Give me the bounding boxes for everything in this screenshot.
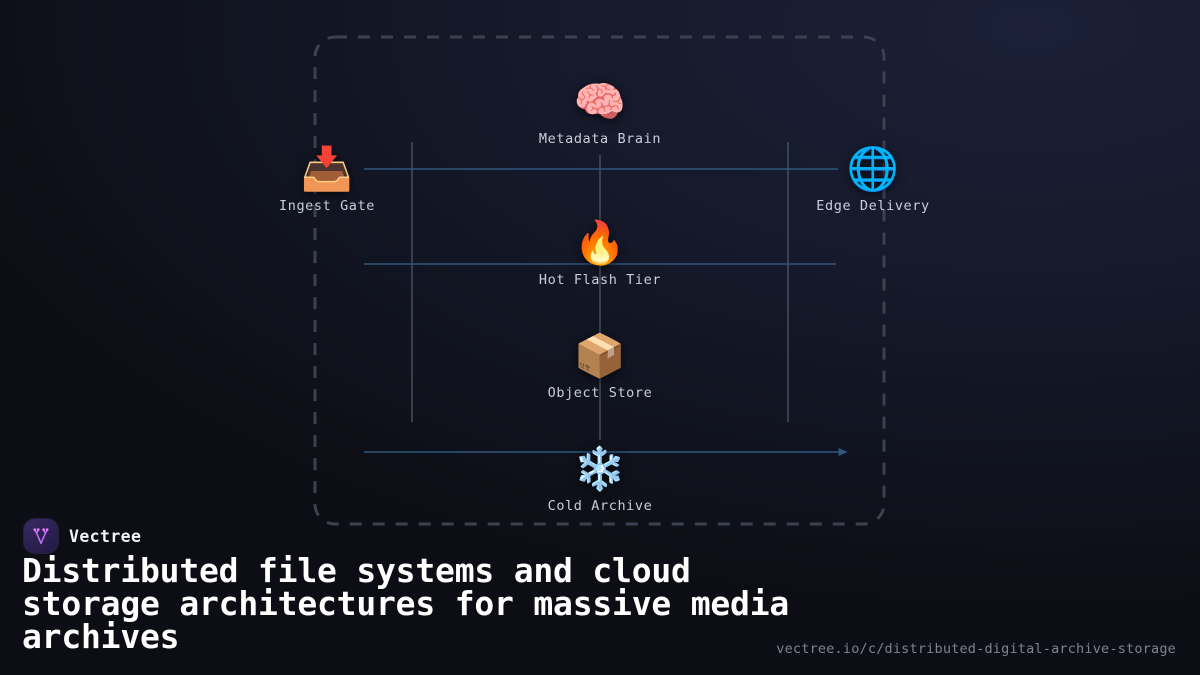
system-boundary bbox=[313, 35, 886, 526]
flow-links bbox=[364, 168, 848, 456]
architecture-diagram: 📥Ingest Gate🧠Metadata Brain🌐Edge Deliver… bbox=[279, 35, 929, 526]
brand-name: Vectree bbox=[69, 526, 142, 546]
slide-footer: Vectree Distributed file systems and clo… bbox=[0, 510, 1200, 675]
page-title: Distributed file systems and cloud stora… bbox=[22, 551, 790, 656]
grid-rules bbox=[411, 142, 789, 440]
brand-lockup: Vectree bbox=[24, 519, 141, 553]
diagram-vector-layer bbox=[313, 35, 886, 526]
system-boundary bbox=[313, 35, 886, 526]
source-url: vectree.io/c/distributed-digital-archive… bbox=[776, 641, 1176, 657]
vectree-tree-icon bbox=[24, 519, 58, 553]
